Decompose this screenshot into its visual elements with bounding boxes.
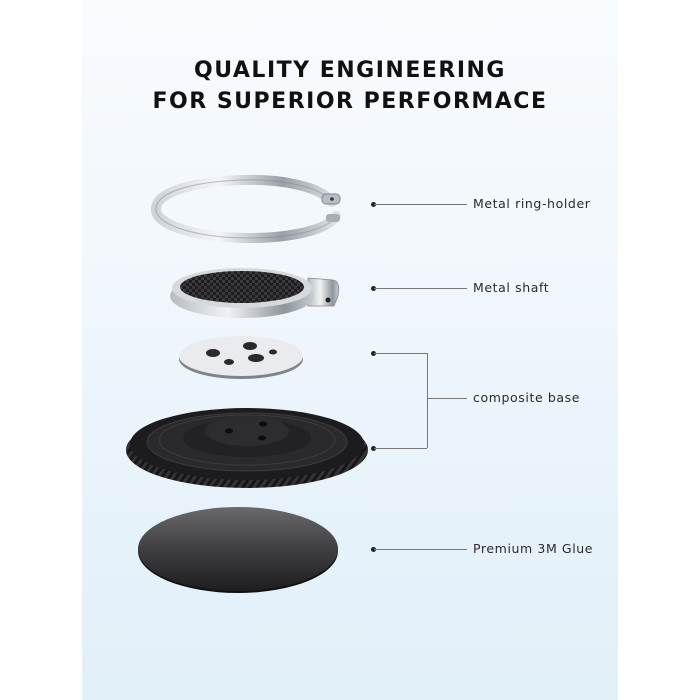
leader-line xyxy=(374,448,427,449)
metal-ring-holder-image xyxy=(151,174,341,244)
callout-dot xyxy=(371,547,376,552)
glue-pad-image xyxy=(138,507,338,593)
leader-line xyxy=(374,353,427,354)
leader-line xyxy=(374,549,467,550)
headline-line-2: FOR SUPERIOR PERFORMACE xyxy=(152,89,548,114)
callout-label-metal-shaft: Metal shaft xyxy=(473,280,550,295)
callout-label-composite-base: composite base xyxy=(473,390,581,405)
composite-base-image xyxy=(126,408,368,488)
callout-dot xyxy=(371,351,376,356)
leader-line xyxy=(427,398,467,399)
leader-line xyxy=(374,204,467,205)
callout-label-metal-ring-holder: Metal ring-holder xyxy=(473,196,591,211)
callout-label-3m-glue: Premium 3M Glue xyxy=(473,541,594,556)
product-panel-background xyxy=(82,0,618,700)
callout-dot xyxy=(371,202,376,207)
callout-dot xyxy=(371,446,376,451)
metal-plate-image xyxy=(179,336,303,379)
callout-dot xyxy=(371,286,376,291)
headline-line-1: QUALITY ENGINEERING xyxy=(194,58,506,83)
bracket-line xyxy=(427,353,428,448)
metal-shaft-image xyxy=(170,268,340,318)
leader-line xyxy=(374,288,467,289)
